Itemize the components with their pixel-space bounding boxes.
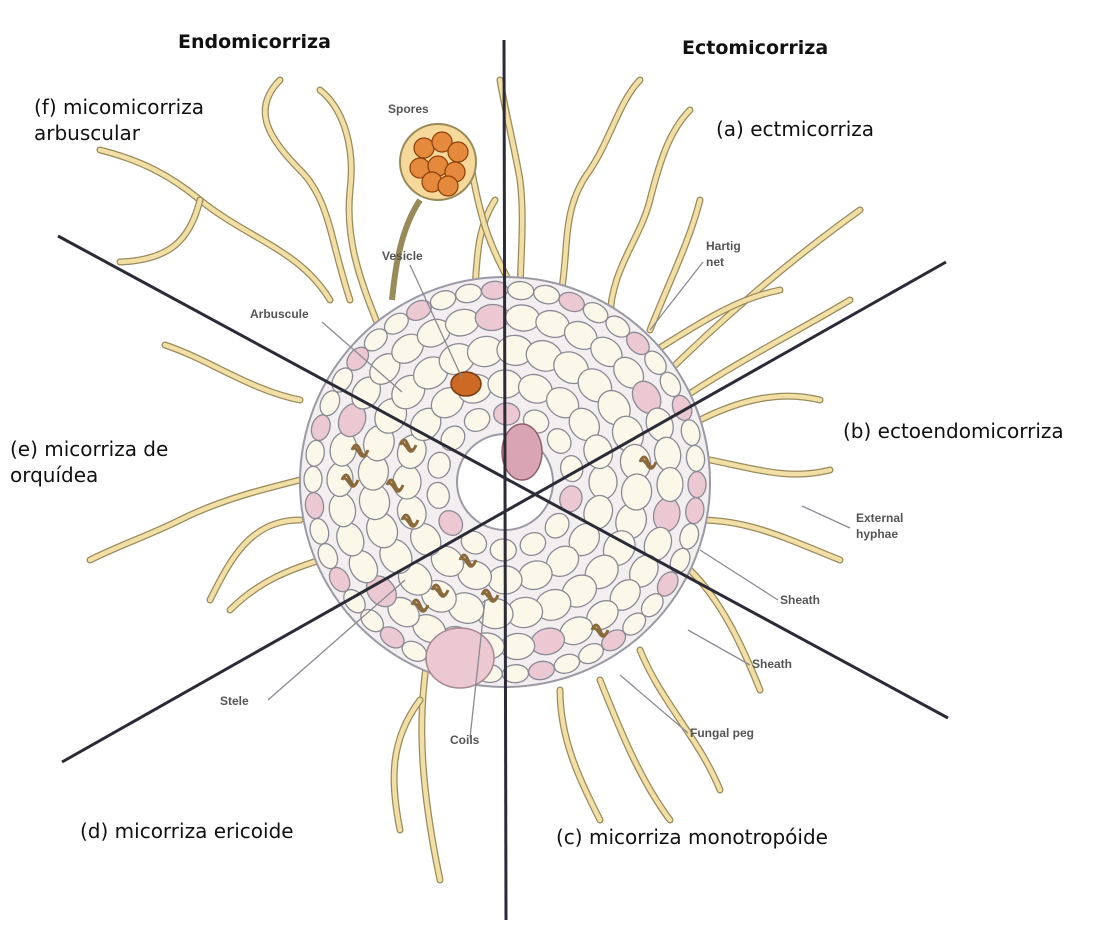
- inner-cortex-cell-0: [589, 465, 617, 499]
- section-label-b: (b) ectoendomicorriza: [843, 418, 1064, 444]
- endodermis-cell-10: [493, 403, 520, 426]
- section-f-line2: arbuscular: [34, 120, 204, 146]
- section-e-line2: orquídea: [10, 462, 168, 488]
- section-label-a: (a) ectmicorriza: [716, 116, 874, 142]
- section-e-line1: (e) micorriza de: [10, 436, 168, 462]
- section-d-line1: (d) micorriza ericoide: [80, 818, 294, 844]
- section-f-line1: (f) micomicorriza: [34, 94, 204, 120]
- arbuscule-label: Arbuscule: [250, 307, 309, 321]
- section-label-f: (f) micomicorriza arbuscular: [34, 94, 204, 146]
- section-a-line1: (a) ectmicorriza: [716, 116, 874, 142]
- hypha-outline-19: [700, 520, 840, 560]
- hypha-outline-7: [230, 560, 320, 610]
- external-hyphae-label-line2: hyphae: [856, 527, 898, 541]
- spore-0: [414, 138, 434, 158]
- hypha-fill-13: [610, 110, 690, 320]
- sheath-label-2: Sheath: [752, 657, 792, 671]
- stele-pink-cluster: [502, 424, 542, 480]
- section-c-line1: (c) micorriza monotropóide: [556, 824, 828, 850]
- vesicle-shape: [451, 372, 481, 396]
- hypha-fill-1: [120, 200, 200, 262]
- spores-label: Spores: [388, 102, 429, 116]
- spore-cluster: [392, 124, 476, 300]
- hartig-label-line2: net: [706, 255, 724, 269]
- hypha-fill-6: [90, 480, 300, 560]
- sheath-label-1: Sheath: [780, 593, 820, 607]
- hypha-outline-20: [690, 570, 760, 690]
- heading-endomicorriza: Endomicorriza: [178, 32, 331, 53]
- section-b-line1: (b) ectoendomicorriza: [843, 418, 1064, 444]
- hypha-fill-14: [650, 200, 700, 330]
- spore-2: [448, 142, 468, 162]
- hartig-label-line1: Hartig: [706, 239, 741, 253]
- section-label-e: (e) micorriza de orquídea: [10, 436, 168, 488]
- hypha-outline-13: [610, 110, 690, 320]
- spore-7: [438, 176, 458, 196]
- hypha-outline-12: [560, 80, 640, 300]
- pink-large-cell: [426, 628, 494, 688]
- inner-cortex-cell-10: [393, 465, 421, 499]
- fungal-peg-label: Fungal peg: [690, 726, 754, 740]
- heading-ectomicorriza: Ectomicorriza: [682, 38, 828, 59]
- hypha-fill-21: [640, 650, 720, 790]
- hypha-outline-23: [560, 690, 600, 820]
- hypha-fill-12: [560, 80, 640, 300]
- hypha-fill-16: [680, 300, 850, 400]
- section-label-d: (d) micorriza ericoide: [80, 818, 294, 844]
- outer-cortex-cell-33: [657, 467, 684, 501]
- external-hyphae-leader: [802, 506, 850, 528]
- epidermis-cell-45: [688, 471, 706, 497]
- section-label-c: (c) micorriza monotropóide: [556, 824, 828, 850]
- coils-label: Coils: [450, 733, 480, 747]
- epidermis-cell-22: [304, 466, 322, 492]
- stele-label: Stele: [220, 694, 249, 708]
- external-hyphae-label-line1: External: [856, 511, 903, 525]
- endodermis-cell-3: [490, 539, 517, 562]
- vesicle-label: Vesicle: [382, 249, 423, 263]
